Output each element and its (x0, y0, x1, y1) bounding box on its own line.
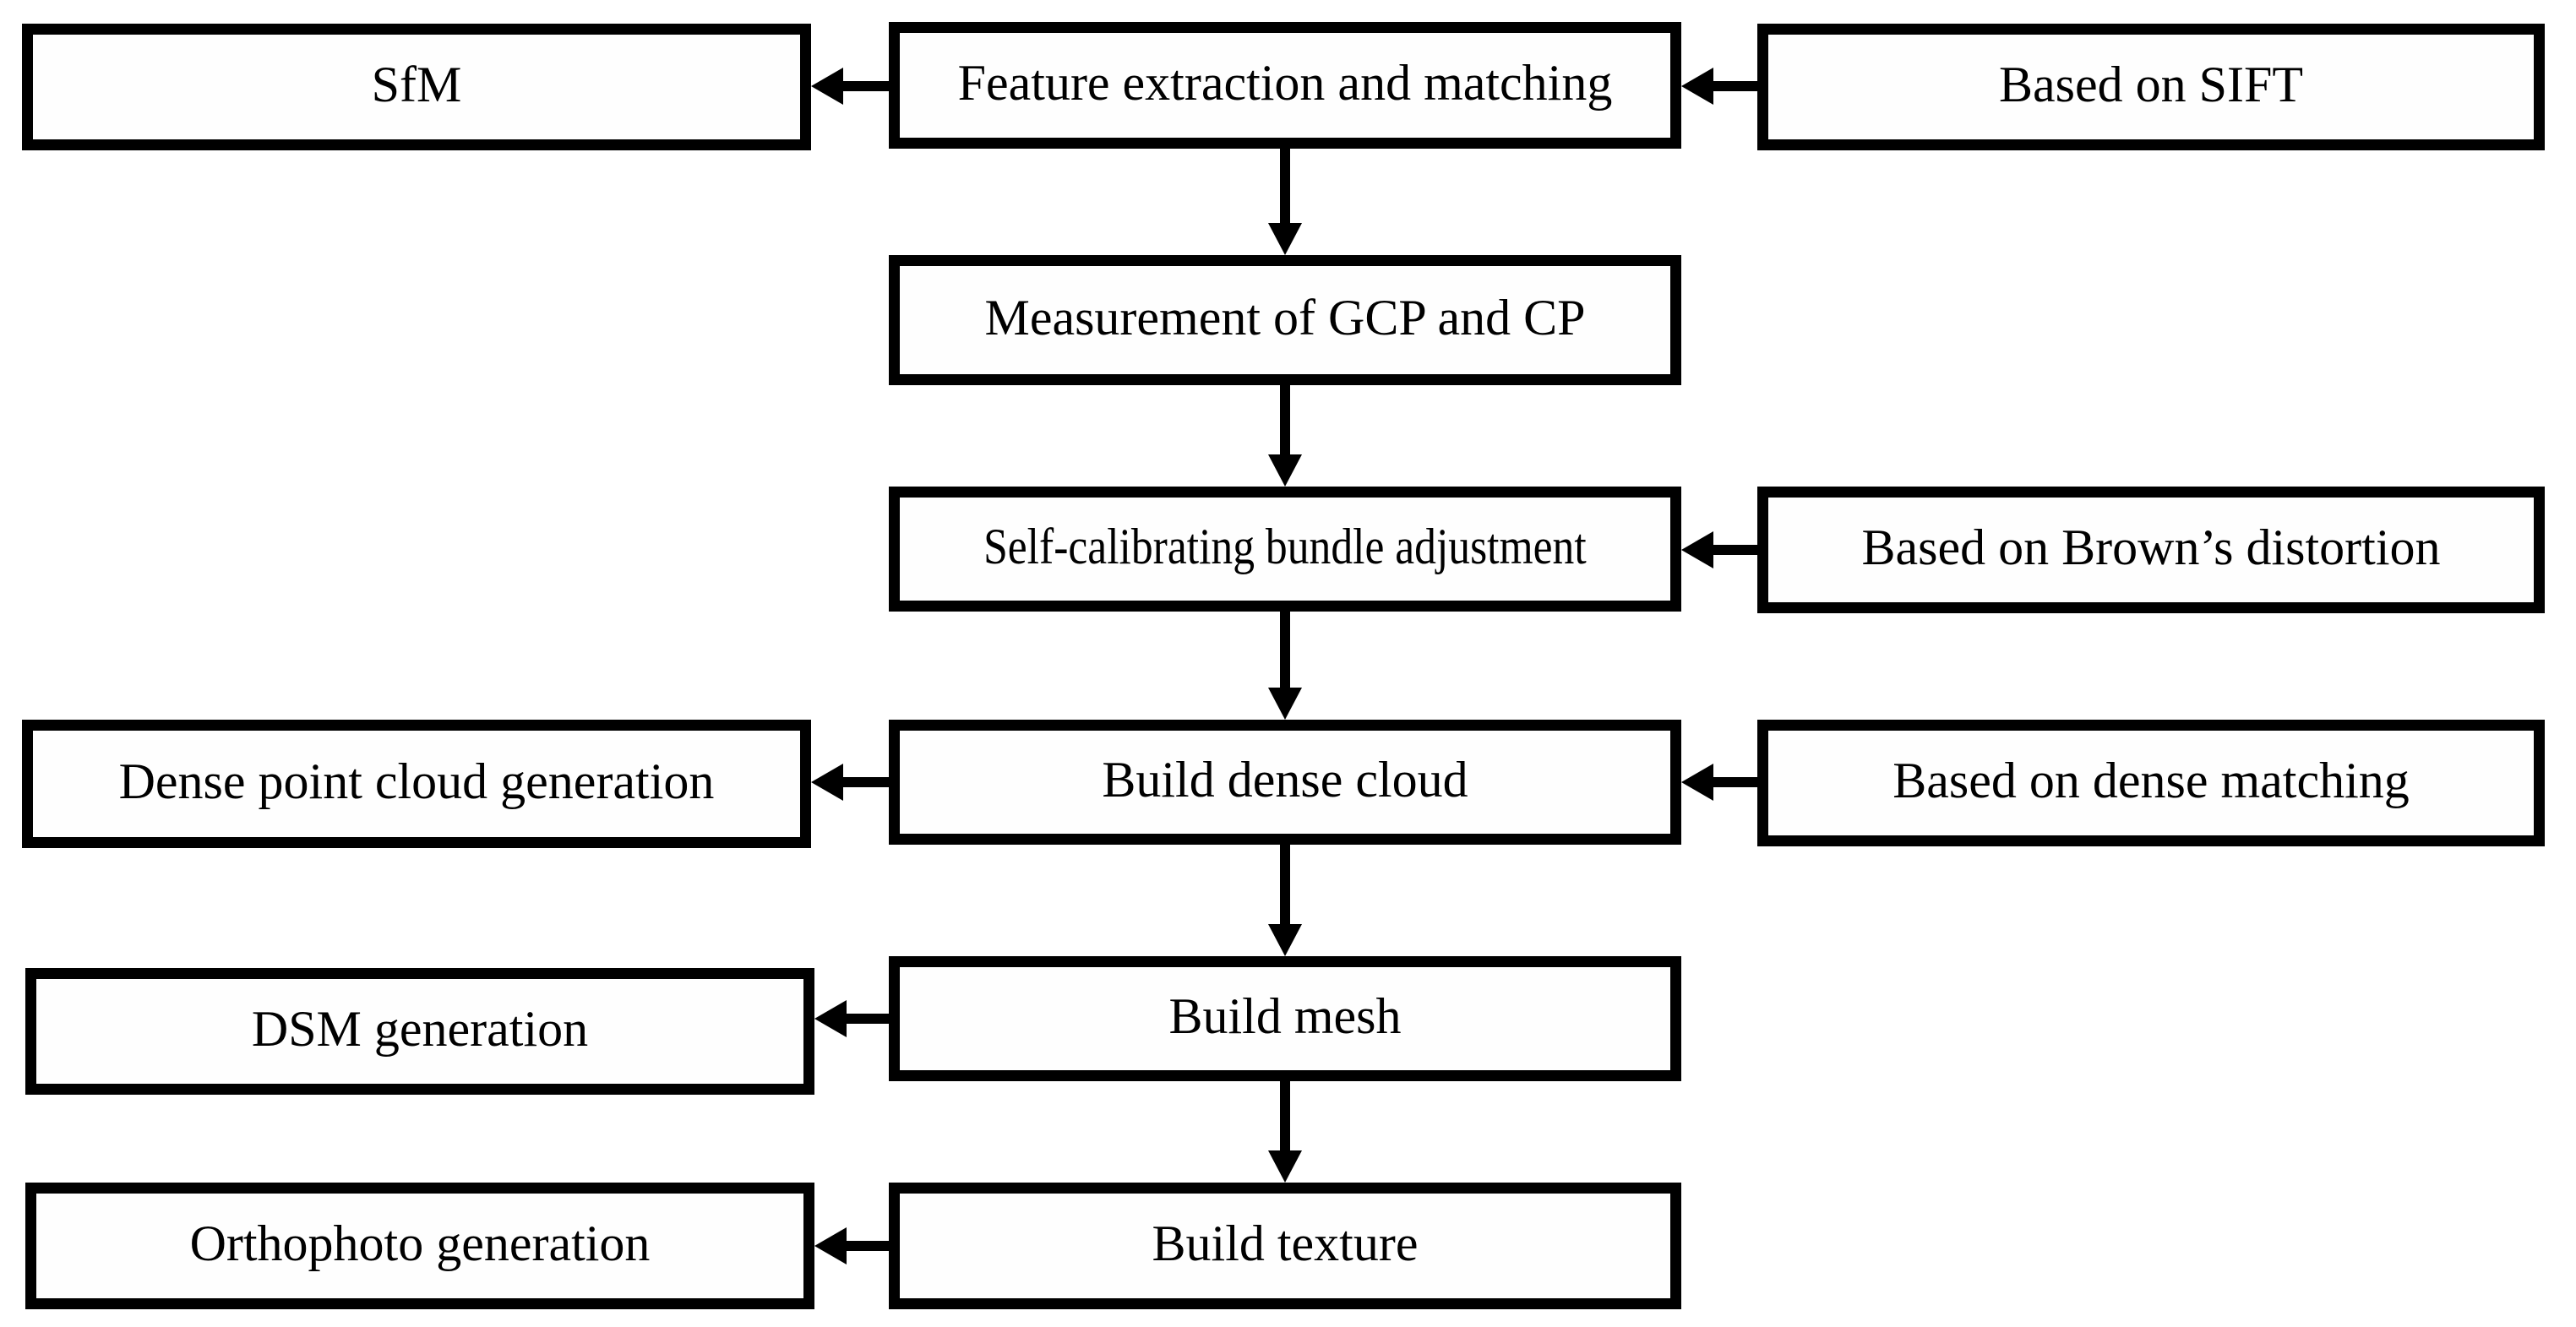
arrow-based-on-dense-matching-to-build-dense-cloud-head (1681, 764, 1713, 801)
node-build-dense-cloud: Build dense cloud (889, 720, 1681, 845)
arrow-build-mesh-to-dsm-generation-line (843, 1014, 889, 1024)
arrow-build-texture-to-orthophoto-head (814, 1227, 847, 1264)
arrow-build-mesh-to-build-texture-line (1280, 1081, 1290, 1152)
node-build-mesh-label: Build mesh (1168, 988, 1402, 1044)
arrow-build-dense-cloud-to-build-mesh-line (1280, 845, 1290, 926)
arrow-self-calibrating-to-build-dense-cloud-line (1280, 612, 1290, 689)
arrow-measurement-to-self-calibrating-line (1280, 385, 1290, 456)
node-based-on-browns-label: Based on Brown’s distortion (1861, 519, 2441, 575)
node-build-mesh: Build mesh (889, 956, 1681, 1081)
node-feature-extraction-label: Feature extraction and matching (957, 55, 1613, 111)
node-measurement-gcp-cp: Measurement of GCP and CP (889, 255, 1681, 385)
node-based-on-sift-label: Based on SIFT (1999, 57, 2303, 112)
node-based-on-dense-matching-label: Based on dense matching (1893, 753, 2410, 808)
arrow-build-dense-cloud-to-dense-point-cloud-head (811, 764, 843, 801)
node-dense-point-cloud: Dense point cloud generation (22, 720, 811, 848)
node-sfm-label: SfM (371, 57, 462, 112)
node-orthophoto-generation-label: Orthophoto generation (189, 1216, 651, 1271)
node-dsm-generation-label: DSM generation (251, 1001, 589, 1057)
arrow-feature-extraction-to-sfm-line (840, 81, 889, 91)
node-dsm-generation: DSM generation (25, 968, 814, 1095)
node-build-dense-cloud-label: Build dense cloud (1102, 752, 1468, 808)
arrow-build-dense-cloud-to-build-mesh-head (1268, 924, 1302, 956)
arrow-build-dense-cloud-to-dense-point-cloud-line (840, 777, 889, 787)
node-sfm: SfM (22, 24, 811, 150)
arrow-build-mesh-to-build-texture-head (1268, 1150, 1302, 1183)
node-self-calibrating-label: Self-calibrating bundle adjustment (983, 519, 1587, 574)
arrow-feature-extraction-to-measurement-line (1280, 149, 1290, 225)
arrow-based-on-browns-to-self-calibrating-head (1681, 531, 1713, 568)
node-based-on-browns: Based on Brown’s distortion (1757, 487, 2545, 613)
arrow-build-texture-to-orthophoto-line (843, 1241, 889, 1251)
node-based-on-dense-matching: Based on dense matching (1757, 720, 2545, 846)
arrow-based-on-dense-matching-to-build-dense-cloud-line (1710, 777, 1757, 787)
node-build-texture: Build texture (889, 1183, 1681, 1309)
node-build-texture-label: Build texture (1152, 1216, 1419, 1271)
arrow-self-calibrating-to-build-dense-cloud-head (1268, 688, 1302, 720)
arrow-feature-extraction-to-measurement-head (1268, 223, 1302, 255)
node-based-on-sift: Based on SIFT (1757, 24, 2545, 150)
arrow-feature-extraction-to-sfm-head (811, 68, 843, 105)
node-measurement-gcp-cp-label: Measurement of GCP and CP (984, 290, 1586, 345)
node-feature-extraction: Feature extraction and matching (889, 22, 1681, 149)
arrow-build-mesh-to-dsm-generation-head (814, 1000, 847, 1037)
node-dense-point-cloud-label: Dense point cloud generation (118, 753, 715, 809)
arrow-based-on-sift-to-feature-extraction-line (1710, 81, 1757, 91)
arrow-based-on-sift-to-feature-extraction-head (1681, 68, 1713, 105)
node-orthophoto-generation: Orthophoto generation (25, 1183, 814, 1309)
arrow-based-on-browns-to-self-calibrating-line (1710, 545, 1757, 555)
node-self-calibrating: Self-calibrating bundle adjustment (889, 487, 1681, 612)
arrow-measurement-to-self-calibrating-head (1268, 454, 1302, 487)
